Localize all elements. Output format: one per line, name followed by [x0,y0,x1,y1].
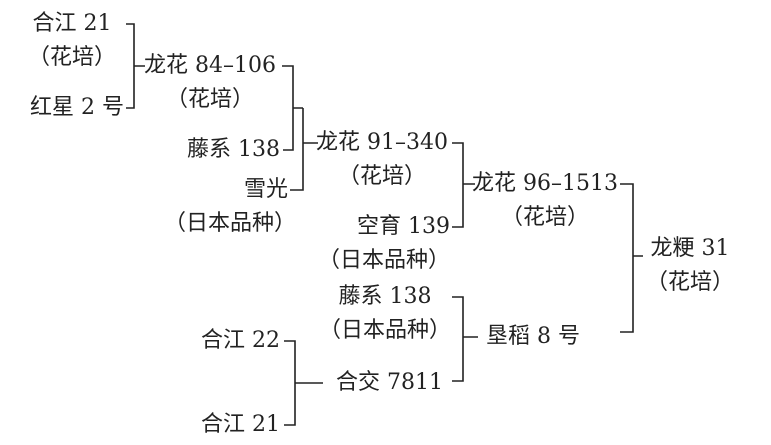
connector-hejiao7811 [284,340,323,426]
node-kendao8: 垦稻 8 号 [486,320,616,354]
node-note: （花培） [645,270,734,295]
node-hejiao7811: 合交 7811 [336,366,456,400]
node-name: 合江 22 [201,328,280,353]
node-hejiang22: 合江 22 [170,324,280,358]
node-name: 藤系 138 [187,137,280,162]
node-name: 合交 7811 [336,370,443,395]
connector-longhua91-outer [290,108,318,191]
node-name: 垦稻 8 号 [486,324,580,349]
node-longgeng31: 龙粳 31 （花培） [640,232,740,300]
connector-longhua91-inner [282,65,303,151]
node-note: （花培） [500,205,589,230]
connector-longhua96 [452,142,475,228]
node-name: 龙花 96–1513 [472,171,618,196]
node-longhua84-106: 龙花 84–106 （花培） [140,49,280,117]
node-name: 龙花 91–340 [316,130,448,155]
node-hejiang21-bottom: 合江 21 [170,408,280,442]
node-name: 龙粳 31 [650,236,730,261]
node-tengxi138-b: 藤系 138 （日本品种） [318,280,452,348]
connector-kendao8 [452,296,478,382]
node-longhua91-340: 龙花 91–340 （花培） [312,126,452,194]
node-note: （花培） [27,45,116,70]
node-hongxing2: 红星 2 号 [10,91,124,125]
node-tengxi138-a: 藤系 138 [160,133,280,167]
connector-longhua84 [126,23,145,109]
node-note: （日本品种） [317,248,450,273]
node-name: 合江 21 [32,11,112,36]
connector-longgeng31 [620,183,643,333]
node-note: （花培） [337,164,426,189]
node-name: 红星 2 号 [30,95,124,120]
node-note: （花培） [165,87,254,112]
node-longhua96-1513: 龙花 96–1513 （花培） [470,167,620,235]
node-name: 龙花 84–106 [144,53,276,78]
node-note: （日本品种） [163,211,296,236]
node-kongyu139: 空育 139 （日本品种） [316,210,452,278]
node-name: 雪光 [243,177,288,202]
node-name: 空育 139 [357,214,450,239]
node-name: 藤系 138 [338,284,432,309]
node-xueguang: 雪光 （日本品种） [160,173,300,241]
node-note: （日本品种） [318,318,451,343]
node-hejiang21-top: 合江 21 （花培） [20,7,124,75]
node-name: 合江 21 [201,412,280,437]
